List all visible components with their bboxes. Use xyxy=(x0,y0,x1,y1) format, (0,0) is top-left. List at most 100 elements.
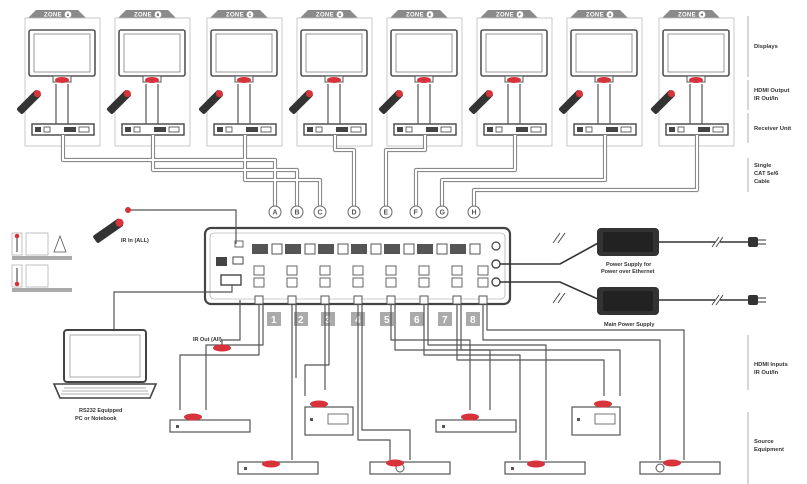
ir-receivers-top xyxy=(55,77,703,83)
ir-emitter-icon xyxy=(213,344,231,352)
zone-tab-f: ZONE F xyxy=(480,10,538,19)
matrix-input-plugs xyxy=(254,295,488,305)
ir-emitter-icon xyxy=(262,460,280,468)
output-port-b: B xyxy=(290,205,304,219)
output-port-f: F xyxy=(409,205,423,219)
source-device xyxy=(571,400,621,436)
receiver-unit xyxy=(121,123,185,136)
ir-emitter-icon xyxy=(594,400,612,408)
ir-emitter-icon xyxy=(527,460,545,468)
display-tv xyxy=(480,29,548,83)
poe-supply-label-line2: Power over Ethernet xyxy=(601,269,655,275)
display-tv xyxy=(570,29,638,83)
input-port-2: 2 xyxy=(294,312,308,326)
receiver-unit xyxy=(665,123,729,136)
zone-letter: B xyxy=(157,13,160,17)
receiver-unit xyxy=(213,123,277,136)
output-port-a: A xyxy=(268,205,282,219)
display-tv xyxy=(390,29,458,83)
zone-letter: F xyxy=(519,13,522,17)
output-port-h: H xyxy=(467,205,481,219)
plug-icon xyxy=(748,295,758,305)
zone-tab-c: ZONE C xyxy=(210,10,268,19)
warning-icon xyxy=(53,234,67,253)
port-letter: D xyxy=(352,210,357,217)
cable-label-line3: Cable xyxy=(754,179,771,185)
ir-receiver-icon xyxy=(597,77,611,83)
ir-receiver-icon xyxy=(145,77,159,83)
zone-label: ZONE xyxy=(496,13,514,19)
power-jack-icon xyxy=(491,259,501,269)
ir-receiver-icon xyxy=(417,77,431,83)
source-device xyxy=(435,413,517,433)
display-tv xyxy=(662,29,730,83)
output-port-d: D xyxy=(347,205,361,219)
port-letter: F xyxy=(414,210,419,217)
displays-label: Displays xyxy=(754,44,778,50)
input-port-6: 6 xyxy=(410,312,424,326)
input-port-7: 7 xyxy=(438,312,452,326)
cat-cables-inner xyxy=(62,135,698,206)
ethernet-port-icon xyxy=(216,257,227,266)
ir-in-all-label: IR In (ALL) xyxy=(121,238,149,244)
source-device xyxy=(369,459,451,475)
ir-emitter-icon xyxy=(386,459,404,467)
hdmi-inputs-label-line2: IR Out/In xyxy=(754,370,779,376)
cable-label-line1: Single xyxy=(754,163,772,169)
remote-control-icon xyxy=(93,218,124,243)
output-port-g: G xyxy=(435,205,449,219)
source-device xyxy=(504,460,586,475)
input-port-3: 3 xyxy=(321,312,335,326)
ir-emitter-icon xyxy=(184,413,202,421)
receiver-unit-label: Receiver Unit xyxy=(754,126,791,132)
port-number: 3 xyxy=(325,315,331,326)
ir-emitter-icon xyxy=(663,459,681,467)
source-device xyxy=(169,413,251,433)
side-labels: Displays HDMI Output IR Out/In Receiver … xyxy=(754,44,791,453)
zone-letter: E xyxy=(429,13,432,17)
output-port-e: E xyxy=(379,205,393,219)
zone-letter: H xyxy=(701,13,704,17)
main-supply-label: Main Power Supply xyxy=(604,322,655,328)
legend xyxy=(11,232,72,292)
remote-control-icon xyxy=(469,90,493,114)
display-tv xyxy=(28,29,96,83)
hdmi-ir-cables-top xyxy=(55,84,703,124)
zone-label: ZONE xyxy=(44,13,62,19)
poe-power-supply: Power Supply for Power over Ethernet xyxy=(597,228,766,275)
zone-tab-h: ZONE H xyxy=(662,10,720,19)
legend-item-ir-receiver xyxy=(11,232,72,260)
zone-letter: A xyxy=(67,13,70,17)
zone-label: ZONE xyxy=(316,13,334,19)
input-port-jacks xyxy=(253,265,489,288)
zone-tab-e: ZONE E xyxy=(390,10,448,19)
zone-label: ZONE xyxy=(406,13,424,19)
hdmi-output-label-line2: IR Out/In xyxy=(754,96,779,102)
hdmi-output-label-line1: HDMI Output xyxy=(754,88,789,94)
receiver-unit xyxy=(303,123,367,136)
rs232-label-line2: PC or Notebook xyxy=(75,416,117,422)
port-number: 8 xyxy=(470,315,476,326)
ir-out-all-label: IR Out (All) xyxy=(193,337,222,343)
ir-receiver-icon xyxy=(327,77,341,83)
remote-control-icon xyxy=(107,90,131,114)
display-tv xyxy=(300,29,368,83)
ir-receiver-icon xyxy=(507,77,521,83)
source-device xyxy=(639,459,721,475)
port-letter: A xyxy=(273,210,278,217)
input-port-5: 5 xyxy=(380,312,394,326)
display-tv xyxy=(210,29,278,83)
remote-control-icon xyxy=(289,90,313,114)
port-number: 2 xyxy=(298,315,304,326)
ir-in-all: IR In (ALL) xyxy=(93,207,237,244)
port-letter: C xyxy=(318,210,323,217)
source-device xyxy=(304,400,354,436)
source-device xyxy=(237,460,319,475)
port-number: 1 xyxy=(271,315,277,326)
remote-control-icon xyxy=(199,90,223,114)
zone-tab-b: ZONE B xyxy=(118,10,176,19)
receiver-unit xyxy=(31,123,95,136)
display-tv xyxy=(118,29,186,83)
zone-label: ZONE xyxy=(586,13,604,19)
